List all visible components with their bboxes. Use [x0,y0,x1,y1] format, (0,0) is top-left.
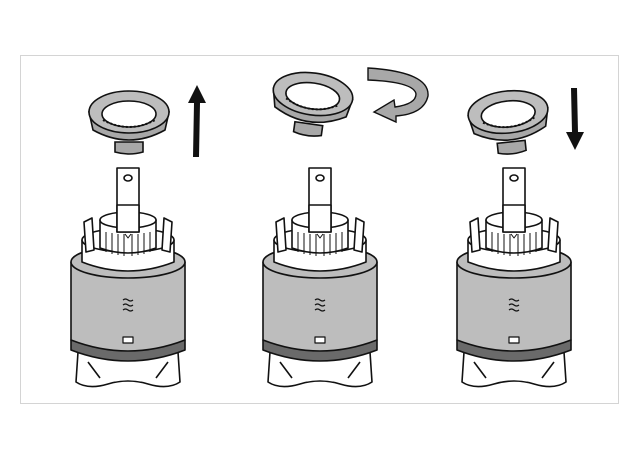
panel-3 [456,85,584,388]
arrow-down-icon [566,88,584,150]
cartridge [262,167,378,388]
cartridge [456,167,572,388]
illustration-frame [20,55,619,404]
cartridge [70,167,186,388]
panel-2 [262,66,429,388]
ring-icon [465,85,554,159]
ring-icon [266,66,357,143]
rotate-arrow-icon [367,67,429,124]
ring-icon [88,90,170,155]
panel-1 [70,85,206,388]
arrow-up-icon [188,85,206,157]
